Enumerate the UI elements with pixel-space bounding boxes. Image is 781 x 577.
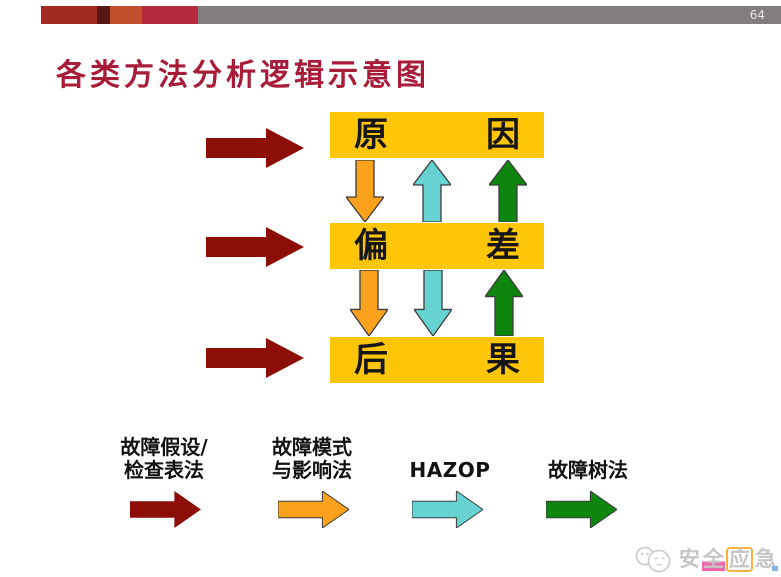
header-bar-segment-2: [97, 6, 110, 24]
flow-box-deviation-left-char: 偏: [354, 226, 388, 266]
down-arrow-orange-top: [346, 160, 384, 222]
flow-box-consequence-left-char: 后: [354, 340, 388, 380]
header-bar: 64: [41, 6, 781, 24]
header-bar-segment-1: [41, 6, 97, 24]
watermark-char-quan: 全: [702, 546, 725, 571]
legend-label-fmea: 故障模式 与影响法: [252, 432, 372, 482]
flow-box-cause: 原 因: [330, 112, 544, 158]
legend-label-what-if-line2: 检查表法: [124, 458, 204, 482]
watermark-char-ji: 急: [755, 546, 776, 571]
legend-arrow-hazop-shape: [412, 491, 483, 528]
flow-box-cause-right-char: 因: [486, 115, 520, 155]
up-arrow-green-bottom: [485, 270, 523, 336]
header-bar-gray: 64: [198, 6, 781, 24]
chat-bubbles-icon: [635, 546, 671, 573]
up-arrow-green-top: [489, 160, 527, 222]
watermark-accent: [772, 566, 778, 571]
row-arrow-deviation-shape: [206, 227, 304, 267]
up-arrow-cyan-top: [413, 160, 451, 222]
watermark: 安 全 应 急: [633, 544, 777, 574]
legend-label-fta-line2: 故障树法: [548, 458, 628, 482]
slide-title: 各类方法分析逻辑示意图: [56, 58, 430, 93]
legend-arrow-what-if-shape: [130, 491, 201, 528]
row-arrow-consequence: [206, 338, 304, 378]
row-arrow-consequence-shape: [206, 338, 304, 378]
legend-arrow-fta: [546, 491, 617, 528]
header-bar-segment-4: [142, 6, 198, 24]
up-arrow-cyan-top-shape: [413, 160, 451, 222]
flow-box-deviation: 偏 差: [330, 223, 544, 269]
legend-label-what-if-line1: 故障假设/: [120, 435, 208, 459]
down-arrow-cyan-bottom: [414, 270, 452, 336]
legend-arrow-fmea-shape: [278, 491, 349, 528]
legend-arrow-fmea: [278, 491, 349, 528]
down-arrow-orange-bottom: [350, 270, 388, 336]
legend-label-fmea-line1: 故障模式: [272, 435, 352, 459]
legend-label-fta: 故障树法: [528, 432, 648, 482]
flow-box-consequence: 后 果: [330, 337, 544, 383]
legend-arrow-fta-shape: [546, 491, 617, 528]
watermark-char-ying: 应: [726, 546, 753, 572]
legend-label-what-if-checklist: 故障假设/ 检查表法: [104, 432, 224, 482]
legend-label-hazop: HAZOP: [390, 432, 510, 482]
watermark-char-an: 安: [679, 546, 700, 571]
up-arrow-green-top-shape: [489, 160, 527, 222]
up-arrow-green-bottom-shape: [485, 270, 523, 336]
legend-label-hazop-line2: HAZOP: [409, 458, 491, 482]
row-arrow-cause-shape: [206, 128, 304, 168]
page-number: 64: [749, 8, 765, 22]
watermark-text: 安 全 应 急: [678, 546, 777, 572]
row-arrow-deviation: [206, 227, 304, 267]
flow-box-deviation-right-char: 差: [486, 226, 520, 266]
header-bar-segment-3: [110, 6, 142, 24]
down-arrow-orange-bottom-shape: [350, 270, 388, 336]
legend-arrow-hazop: [412, 491, 483, 528]
down-arrow-cyan-bottom-shape: [414, 270, 452, 336]
flow-box-consequence-right-char: 果: [486, 340, 520, 380]
legend-arrow-what-if-checklist: [130, 491, 201, 528]
legend-label-fmea-line2: 与影响法: [272, 458, 352, 482]
flow-box-cause-left-char: 原: [354, 115, 388, 155]
down-arrow-orange-top-shape: [346, 160, 384, 222]
row-arrow-cause: [206, 128, 304, 168]
